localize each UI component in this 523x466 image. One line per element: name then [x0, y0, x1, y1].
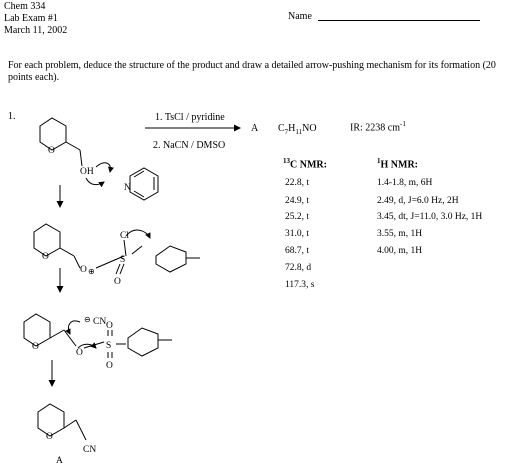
pyridine-structure — [129, 167, 159, 201]
c13-peak: 22.8, t — [285, 178, 310, 188]
h1-peak: 2.49, d, J=6.0 Hz, 2H — [377, 196, 459, 206]
oxonium-charge: ⊕ — [88, 267, 95, 276]
c13-peak: 24.9, t — [285, 196, 310, 206]
cyanide-label: CN — [93, 317, 106, 327]
problem-number: 1. — [8, 111, 16, 122]
pyridine-n-label: N — [124, 183, 131, 193]
molecular-formula: C7H11NO — [278, 123, 317, 136]
tosyl-sulfur-label: S — [106, 341, 111, 351]
tosylate-o-label: O — [76, 348, 83, 358]
name-label: Name — [288, 11, 312, 22]
ir-data: IR: 2238 cm-1 — [350, 120, 406, 134]
tosylate-leaving-arrow — [77, 342, 97, 349]
sulfur-label: S — [120, 255, 125, 265]
reagent-1: 1. TsCl / pyridine — [155, 112, 225, 123]
h1-peak: 4.00, m, 1H — [377, 246, 423, 256]
course-title: Chem 334 — [4, 1, 46, 12]
nitrile-label: CN — [83, 445, 96, 455]
oxonium-intermediate-structure — [33, 223, 200, 275]
reagent-2: 2. NaCN / DMSO — [153, 140, 226, 151]
ring-oxygen-label: O — [48, 146, 55, 156]
lone-pair-arrow — [85, 177, 105, 188]
h1-nmr-heading: 1H NMR: — [377, 157, 418, 171]
thp-methanol-structure — [39, 117, 83, 167]
instructions: For each problem, deduce the structure o… — [8, 60, 496, 84]
exam-date: March 11, 2002 — [4, 25, 68, 36]
h1-peak: 1.4-1.8, m, 6H — [377, 178, 433, 188]
c13-peak: 117.3, s — [285, 280, 315, 290]
h1-peak: 3.55, m, 1H — [377, 229, 423, 239]
name-blank-line — [318, 20, 480, 21]
oh-to-pyridine-arrow — [95, 162, 114, 173]
c13-peak: 68.7, t — [285, 246, 310, 256]
c13-peak: 72.8, d — [285, 263, 312, 273]
sulfonyl-o-label: O — [106, 321, 113, 331]
chlorine-label: Cl — [120, 231, 129, 241]
exam-title: Lab Exam #1 — [4, 13, 58, 24]
h1-peak: 3.45, dt, J=11.0, 3.0 Hz, 1H — [377, 212, 483, 222]
ring-oxygen-label: O — [42, 252, 49, 262]
sulfonyl-o-label: O — [106, 361, 113, 371]
product-nitrile-structure — [37, 403, 87, 441]
cyanide-charge: ⊖ — [84, 315, 91, 324]
product-label: A — [251, 123, 259, 134]
product-a-label: A — [56, 456, 63, 466]
cyanide-attack-arrow — [65, 320, 81, 335]
sulfonyl-o-label: O — [114, 277, 121, 287]
chloride-leaving-arrow — [125, 229, 151, 239]
c13-peak: 25.2, t — [285, 212, 310, 222]
ring-oxygen-label: O — [46, 432, 53, 442]
hydroxyl-label: OH — [80, 167, 94, 177]
ring-oxygen-label: O — [32, 342, 39, 352]
oxonium-o-label: O — [80, 265, 87, 275]
c13-nmr-heading: 13C NMR: — [283, 157, 327, 171]
c13-peak: 31.0, t — [285, 229, 310, 239]
